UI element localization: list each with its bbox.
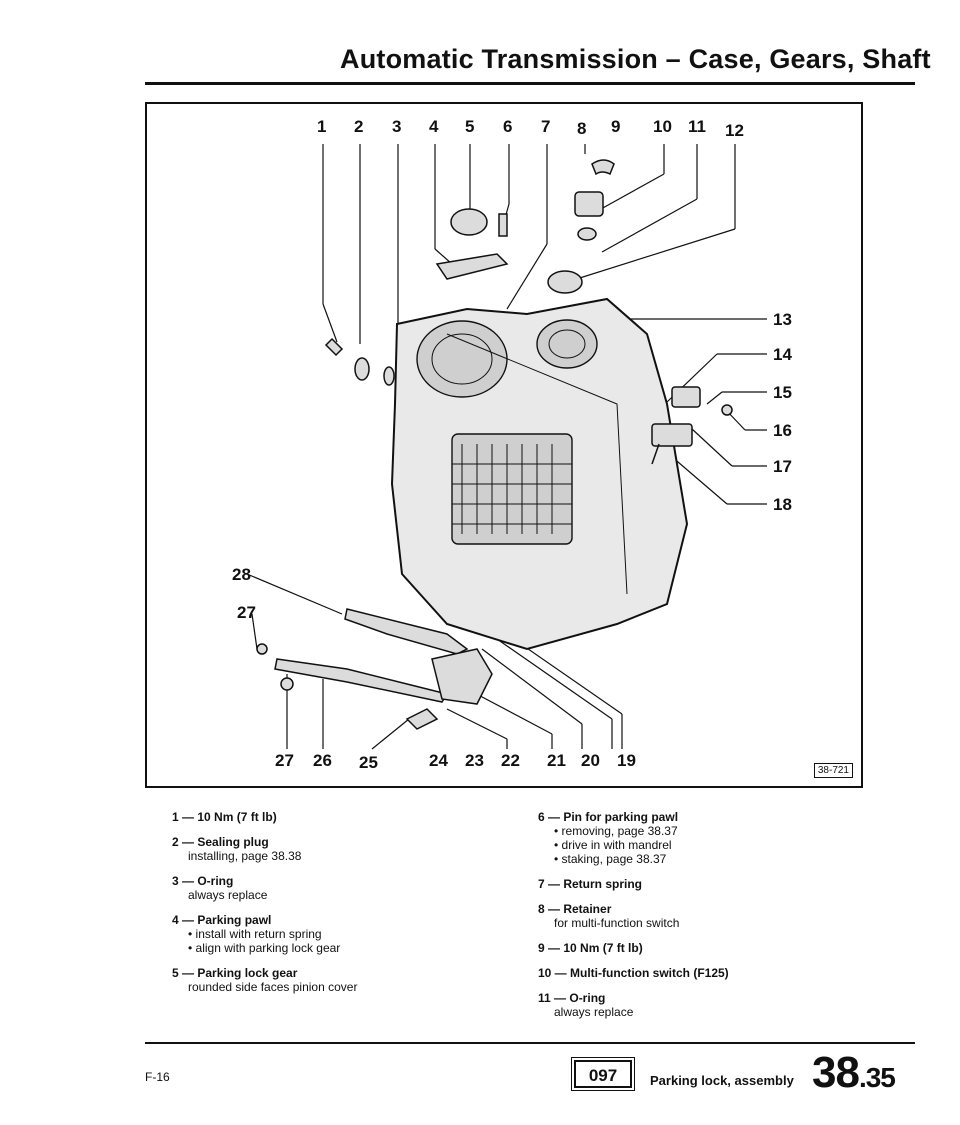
callout-16: 16 (773, 421, 792, 440)
legend-item: 9 — 10 Nm (7 ft lb) (538, 941, 868, 955)
legend-item: 1 — 10 Nm (7 ft lb) (172, 810, 492, 824)
legend-item-note: always replace (188, 888, 268, 902)
callout-21: 21 (547, 751, 566, 770)
legend-item-head: 7 — Return spring (538, 877, 643, 891)
legend-item-note: rounded side faces pinion cover (188, 980, 358, 994)
legend-item-bullet: drive in with mandrel (538, 838, 868, 852)
legend-item-note: installing, page 38.38 (188, 849, 302, 863)
repair-group-badge: 097 (571, 1057, 635, 1091)
legend-item: 6 — Pin for parking pawl removing, page … (538, 810, 868, 866)
callout-27-bottom: 27 (275, 751, 294, 770)
figure-id: 38-721 (813, 763, 853, 778)
callout-7: 7 (541, 117, 551, 136)
legend-item: 10 — Multi-function switch (F125) (538, 966, 868, 980)
legend-item-bullet: removing, page 38.37 (538, 824, 868, 838)
callout-23: 23 (465, 751, 484, 770)
callout-11: 11 (688, 117, 706, 136)
footer-code: F-16 (145, 1070, 170, 1084)
callout-18: 18 (773, 495, 792, 514)
legend-item-head: 2 — Sealing plug (172, 835, 269, 849)
legend-item-head: 1 — 10 Nm (7 ft lb) (172, 810, 277, 824)
legend-item-head: 10 — Multi-function switch (F125) (538, 966, 729, 980)
footer-section-label: Parking lock, assembly (650, 1073, 794, 1088)
callout-10: 10 (653, 117, 672, 136)
callout-19: 19 (617, 751, 636, 770)
legend-item: 4 — Parking pawl install with return spr… (172, 913, 492, 955)
legend-item: 11 — O-ring always replace (538, 991, 868, 1019)
legend-item-bullet: staking, page 38.37 (538, 852, 868, 866)
legend-item-bullet: install with return spring (172, 927, 492, 941)
legend-item-head: 3 — O-ring (172, 874, 234, 888)
callout-20: 20 (581, 751, 600, 770)
callout-28: 28 (232, 565, 251, 584)
callout-14: 14 (773, 345, 792, 364)
callout-15: 15 (773, 383, 792, 402)
callout-13: 13 (773, 310, 792, 329)
legend-item: 3 — O-ring always replace (172, 874, 492, 902)
page-number-sub: .35 (858, 1062, 896, 1093)
page-title: Automatic Transmission – Case, Gears, Sh… (340, 44, 931, 74)
callout-5: 5 (465, 117, 475, 136)
callout-17: 17 (773, 457, 792, 476)
callout-6: 6 (503, 117, 513, 136)
callout-2: 2 (354, 117, 364, 136)
legend-item: 2 — Sealing plug installing, page 38.38 (172, 835, 492, 863)
legend-left: 1 — 10 Nm (7 ft lb) 2 — Sealing plug ins… (172, 810, 492, 1005)
callout-26: 26 (313, 751, 332, 770)
bottom-rule (145, 1042, 915, 1044)
page-number-main: 38 (812, 1048, 860, 1097)
legend-right: 6 — Pin for parking pawl removing, page … (538, 810, 868, 1030)
legend-item-bullet: align with parking lock gear (172, 941, 492, 955)
callout-27-left: 27 (237, 603, 256, 622)
legend-item-head: 4 — Parking pawl (172, 913, 272, 927)
legend-item-head: 9 — 10 Nm (7 ft lb) (538, 941, 643, 955)
legend-item: 8 — Retainer for multi-function switch (538, 902, 868, 930)
transmission-illustration (246, 144, 767, 750)
legend-item-note: always replace (554, 1005, 634, 1019)
legend-item-head: 5 — Parking lock gear (172, 966, 298, 980)
legend-item: 5 — Parking lock gear rounded side faces… (172, 966, 492, 994)
top-rule (145, 82, 915, 85)
callout-22: 22 (501, 751, 520, 770)
callout-25: 25 (359, 753, 378, 772)
legend-item-note: for multi-function switch (554, 916, 680, 930)
page-number: 38.35 (812, 1048, 896, 1098)
legend-item-head: 8 — Retainer (538, 902, 612, 916)
legend-item-head: 6 — Pin for parking pawl (538, 810, 679, 824)
callout-3: 3 (392, 117, 402, 136)
callout-1: 1 (317, 117, 327, 136)
callout-4: 4 (429, 117, 439, 136)
callout-12: 12 (725, 121, 744, 140)
legend-item: 7 — Return spring (538, 877, 868, 891)
callout-8: 8 (577, 119, 587, 138)
exploded-diagram: 1 2 3 4 5 6 7 8 9 10 11 12 13 14 15 16 1… (145, 102, 863, 788)
callout-9: 9 (611, 117, 621, 136)
callout-24: 24 (429, 751, 448, 770)
legend-item-head: 11 — O-ring (538, 991, 606, 1005)
